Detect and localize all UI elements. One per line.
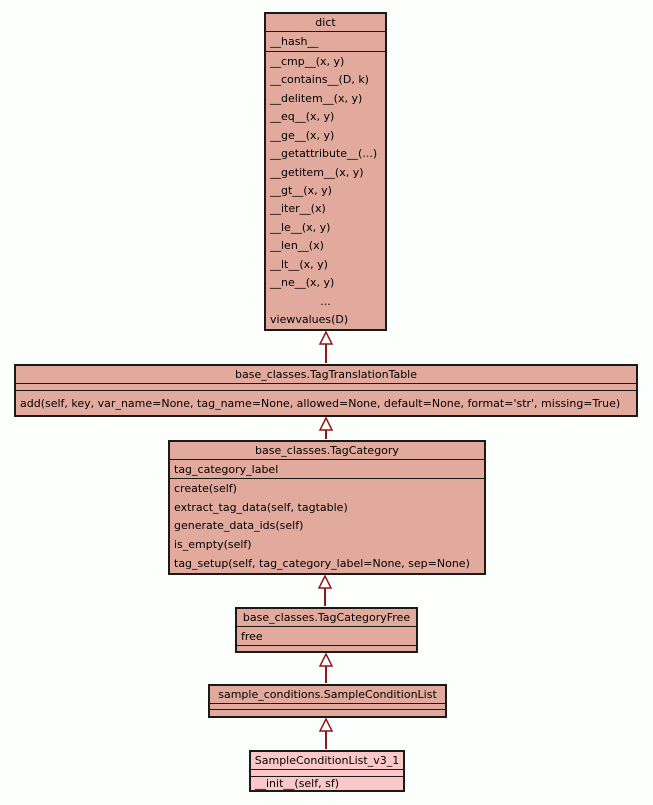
attributes-compartment-empty bbox=[210, 704, 445, 711]
ellipsis-row: ... bbox=[320, 294, 331, 308]
method: extract_tag_data(self, tagtable) bbox=[174, 500, 348, 514]
class-title: base_classes.TagCategory bbox=[170, 442, 484, 460]
method: __lt__(x, y) bbox=[270, 257, 328, 271]
attributes-compartment: free bbox=[237, 627, 416, 646]
method: __getitem__(x, y) bbox=[270, 165, 364, 179]
hollow-triangle-arrowhead-icon bbox=[318, 652, 334, 667]
inheritance-arrow-tagcategory-to-tagtranslationtable bbox=[318, 416, 334, 439]
method: __cmp__(x, y) bbox=[270, 54, 345, 68]
methods-compartment: __init__(self, sf) bbox=[251, 777, 403, 790]
method: __eq__(x, y) bbox=[270, 110, 335, 124]
class-box-tag-category-free: base_classes.TagCategoryFree free bbox=[235, 607, 418, 653]
method: add(self, key, var_name=None, tag_name=N… bbox=[20, 396, 621, 410]
attribute: free bbox=[241, 629, 263, 643]
hollow-triangle-arrowhead-icon bbox=[318, 717, 334, 732]
class-title: sample_conditions.SampleConditionList bbox=[210, 686, 445, 704]
method: __gt__(x, y) bbox=[270, 184, 332, 198]
method: __iter__(x) bbox=[270, 202, 326, 216]
method: __contains__(D, k) bbox=[270, 73, 369, 87]
class-title: dict bbox=[266, 14, 385, 32]
method: viewvalues(D) bbox=[270, 313, 349, 327]
methods-compartment-empty bbox=[210, 710, 445, 716]
attributes-compartment: __hash__ bbox=[266, 32, 385, 52]
attribute: __hash__ bbox=[270, 35, 319, 48]
method: __getattribute__(...) bbox=[270, 147, 378, 161]
class-box-dict: dict __hash__ __cmp__(x, y) __contains__… bbox=[264, 12, 387, 331]
class-box-sample-condition-list-v3-1: SampleConditionList_v3_1 __init__(self, … bbox=[249, 750, 405, 792]
hollow-triangle-arrowhead-icon bbox=[318, 330, 334, 345]
methods-compartment: create(self) extract_tag_data(self, tagt… bbox=[170, 479, 484, 573]
method: tag_setup(self, tag_category_label=None,… bbox=[174, 557, 470, 571]
method: __len__(x) bbox=[270, 239, 324, 253]
class-title: base_classes.TagCategoryFree bbox=[237, 609, 416, 627]
method: __ne__(x, y) bbox=[270, 276, 335, 290]
class-title: SampleConditionList_v3_1 bbox=[251, 752, 403, 770]
attributes-compartment-empty bbox=[251, 770, 403, 777]
class-box-tag-category: base_classes.TagCategory tag_category_la… bbox=[168, 440, 486, 575]
class-box-sample-condition-list: sample_conditions.SampleConditionList bbox=[208, 684, 447, 718]
method: __init__(self, sf) bbox=[255, 777, 340, 790]
method: is_empty(self) bbox=[174, 538, 252, 552]
method: generate_data_ids(self) bbox=[174, 519, 304, 533]
inheritance-arrow-sampleconditionlist-to-tagcategoryfree bbox=[318, 652, 334, 683]
method: __delitem__(x, y) bbox=[270, 91, 363, 105]
hollow-triangle-arrowhead-icon bbox=[318, 416, 334, 431]
attribute: tag_category_label bbox=[174, 462, 279, 476]
methods-compartment-empty bbox=[237, 646, 416, 651]
inheritance-arrow-v3-1-to-sampleconditionlist bbox=[318, 717, 334, 749]
method: create(self) bbox=[174, 481, 237, 495]
hollow-triangle-arrowhead-icon bbox=[317, 574, 333, 589]
method: __ge__(x, y) bbox=[270, 128, 335, 142]
methods-compartment: __cmp__(x, y) __contains__(D, k) __delit… bbox=[266, 52, 385, 329]
inheritance-arrow-tagcategoryfree-to-tagcategory bbox=[317, 574, 333, 606]
class-box-tag-translation-table: base_classes.TagTranslationTable add(sel… bbox=[14, 364, 638, 417]
attributes-compartment: tag_category_label bbox=[170, 460, 484, 479]
methods-compartment: add(self, key, var_name=None, tag_name=N… bbox=[16, 391, 636, 415]
inheritance-arrow-tagtranslationtable-to-dict bbox=[318, 330, 334, 363]
class-title: base_classes.TagTranslationTable bbox=[16, 366, 636, 384]
method: __le__(x, y) bbox=[270, 220, 331, 234]
attributes-compartment-empty bbox=[16, 384, 636, 391]
